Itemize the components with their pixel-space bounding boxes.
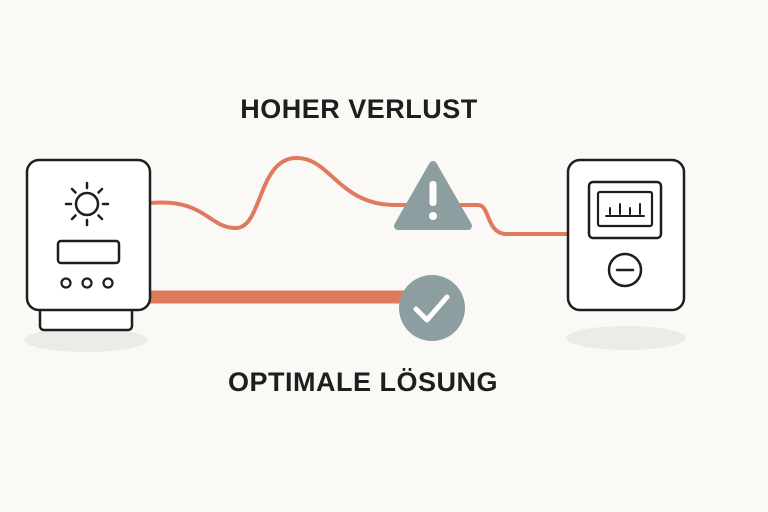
high-loss-label: HOHER VERLUST — [240, 94, 478, 124]
inverter-button-3 — [102, 277, 114, 289]
checkmark-circle-icon — [399, 275, 465, 341]
meter-dial-screen — [596, 190, 654, 228]
target-device-shadow — [566, 326, 686, 350]
warning-triangle-icon — [394, 161, 472, 230]
inverter-body — [25, 158, 152, 312]
inverter-button-2 — [81, 277, 93, 289]
source-device-shadow — [24, 328, 148, 352]
meter-icon — [566, 158, 686, 312]
lossy-cable — [148, 155, 570, 236]
sun-icon — [64, 181, 110, 227]
meter-scale-ticks — [605, 203, 645, 217]
inverter-display — [56, 239, 121, 265]
inverter-button-1 — [60, 277, 72, 289]
optimal-solution-label: OPTIMALE LÖSUNG — [228, 367, 498, 397]
solar-inverter-icon — [25, 158, 152, 332]
